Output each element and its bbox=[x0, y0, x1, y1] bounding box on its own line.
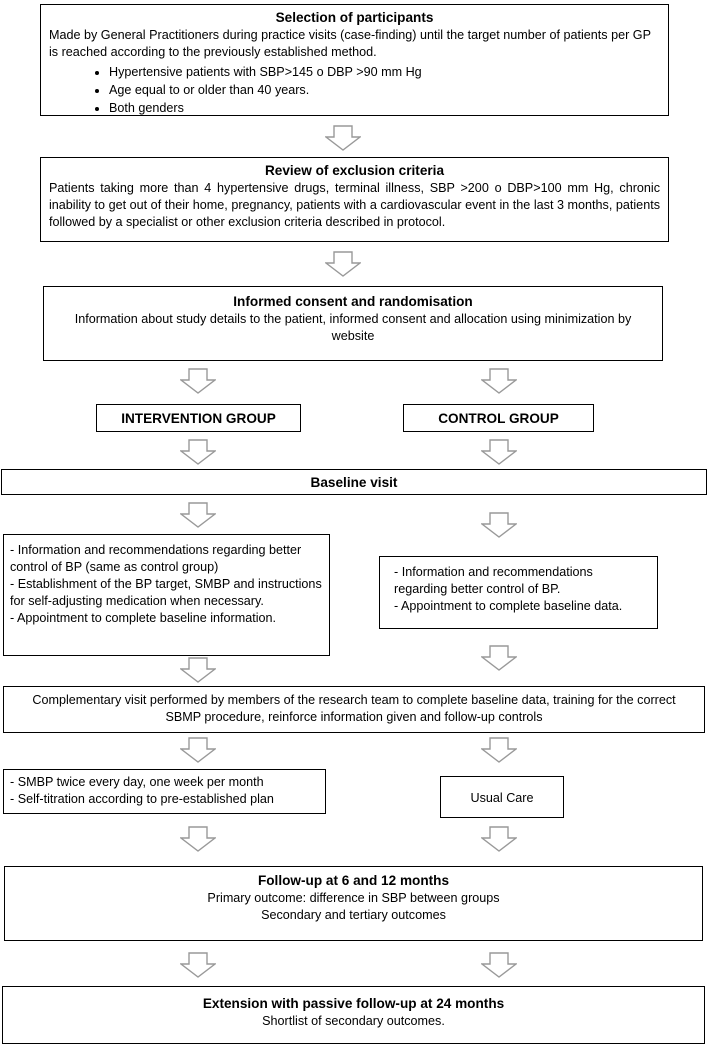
consent-title: Informed consent and randomisation bbox=[233, 294, 473, 309]
complementary-text: Complementary visit performed by members… bbox=[32, 693, 676, 724]
followup-box: Follow-up at 6 and 12 months Primary out… bbox=[4, 866, 703, 941]
control-followup-box: Usual Care bbox=[440, 776, 564, 818]
intervention-group-label: INTERVENTION GROUP bbox=[96, 404, 301, 432]
down-arrow-icon bbox=[180, 657, 216, 683]
down-arrow-icon bbox=[481, 439, 517, 465]
selection-box: Selection of participants Made by Genera… bbox=[40, 4, 669, 116]
down-arrow-icon bbox=[481, 952, 517, 978]
down-arrow-icon bbox=[481, 826, 517, 852]
consent-box: Informed consent and randomisation Infor… bbox=[43, 286, 663, 361]
exclusion-title: Review of exclusion criteria bbox=[264, 163, 445, 178]
extension-box: Extension with passive follow-up at 24 m… bbox=[2, 986, 705, 1044]
intervention-baseline-line: - Appointment to complete baseline infor… bbox=[10, 611, 277, 625]
followup-line: Secondary and tertiary outcomes bbox=[261, 908, 446, 922]
down-arrow-icon bbox=[180, 439, 216, 465]
intervention-followup-line: - Self-titration according to pre-establ… bbox=[10, 792, 274, 806]
control-baseline-line: - Appointment to complete baseline data. bbox=[394, 599, 623, 613]
intervention-baseline-line: - Information and recommendations regard… bbox=[10, 543, 302, 574]
down-arrow-icon bbox=[180, 826, 216, 852]
intervention-followup-box: - SMBP twice every day, one week per mon… bbox=[3, 769, 326, 814]
down-arrow-icon bbox=[481, 368, 517, 394]
intervention-baseline-box: - Information and recommendations regard… bbox=[3, 534, 330, 656]
down-arrow-icon bbox=[180, 952, 216, 978]
selection-bullet: Hypertensive patients with SBP>145 o DBP… bbox=[109, 63, 660, 81]
control-group-label: CONTROL GROUP bbox=[403, 404, 594, 432]
followup-title: Follow-up at 6 and 12 months bbox=[257, 873, 450, 888]
down-arrow-icon bbox=[481, 737, 517, 763]
selection-text: Made by General Practitioners during pra… bbox=[49, 28, 651, 59]
followup-line: Primary outcome: difference in SBP betwe… bbox=[207, 891, 500, 905]
intervention-followup-line: - SMBP twice every day, one week per mon… bbox=[10, 775, 264, 789]
baseline-box: Baseline visit bbox=[1, 469, 707, 495]
selection-bullets: Hypertensive patients with SBP>145 o DBP… bbox=[49, 63, 660, 117]
selection-bullet: Both genders bbox=[109, 99, 660, 117]
intervention-baseline-line: - Establishment of the BP target, SMBP a… bbox=[10, 577, 322, 608]
down-arrow-icon bbox=[180, 368, 216, 394]
exclusion-box: Review of exclusion criteria Patients ta… bbox=[40, 157, 669, 242]
selection-title: Selection of participants bbox=[275, 10, 434, 25]
extension-text: Shortlist of secondary outcomes. bbox=[262, 1014, 445, 1028]
complementary-box: Complementary visit performed by members… bbox=[3, 686, 705, 733]
control-baseline-line: - Information and recommendations regard… bbox=[394, 565, 593, 596]
down-arrow-icon bbox=[325, 251, 361, 277]
down-arrow-icon bbox=[325, 125, 361, 151]
control-baseline-box: - Information and recommendations regard… bbox=[379, 556, 658, 629]
down-arrow-icon bbox=[180, 502, 216, 528]
exclusion-text: Patients taking more than 4 hypertensive… bbox=[49, 181, 660, 229]
selection-bullet: Age equal to or older than 40 years. bbox=[109, 81, 660, 99]
down-arrow-icon bbox=[481, 512, 517, 538]
extension-title: Extension with passive follow-up at 24 m… bbox=[202, 996, 505, 1011]
consent-text: Information about study details to the p… bbox=[74, 312, 632, 343]
down-arrow-icon bbox=[180, 737, 216, 763]
down-arrow-icon bbox=[481, 645, 517, 671]
